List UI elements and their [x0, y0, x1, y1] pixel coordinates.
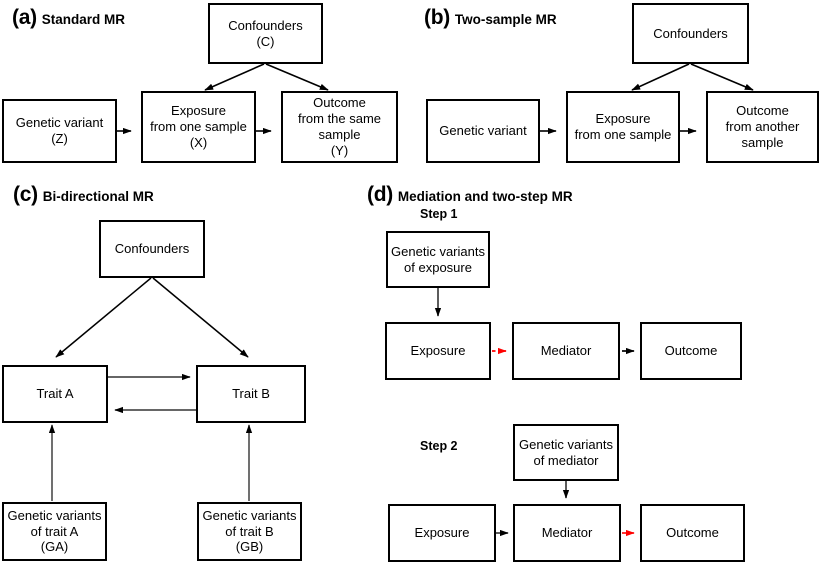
node-a-confounders-label: Confounders(C)	[228, 17, 303, 49]
panel-b-title: Two-sample MR	[454, 12, 557, 27]
node-b-genetic-variant: Genetic variant	[426, 99, 540, 163]
node-a-genetic-variant: Genetic variant(Z)	[2, 99, 117, 163]
node-b-genetic-variant-label: Genetic variant	[439, 123, 527, 139]
arrow-b-confounders-to-exposure	[631, 63, 690, 91]
panel-a-caption: (a) Standard MR	[12, 6, 125, 30]
node-d1-exposure-label: Exposure	[410, 343, 466, 359]
arrow-a-confounders-to-outcome	[265, 63, 329, 91]
node-d1-mediator: Mediator	[512, 322, 620, 380]
node-d1-exposure: Exposure	[385, 322, 491, 380]
node-d2-mediator-label: Mediator	[541, 525, 593, 541]
panel-a-letter: (a)	[12, 6, 37, 29]
node-b-confounders: Confounders	[632, 3, 749, 64]
node-d2-outcome-label: Outcome	[666, 525, 719, 541]
node-d2-exposure: Exposure	[388, 504, 496, 562]
node-a-confounders: Confounders(C)	[208, 3, 323, 64]
panel-c-letter: (c)	[13, 183, 38, 206]
node-c-confounders: Confounders	[99, 220, 205, 278]
node-b-confounders-label: Confounders	[653, 25, 728, 41]
arrow-b-confounders-to-outcome	[690, 63, 754, 91]
panel-d-title: Mediation and two-step MR	[397, 189, 573, 204]
arrow-a-confounders-to-exposure	[204, 63, 265, 91]
node-a-genetic-variant-label: Genetic variant(Z)	[15, 115, 104, 146]
node-c-confounders-label: Confounders	[114, 241, 190, 257]
node-c-trait-a: Trait A	[2, 365, 108, 423]
panel-d-letter: (d)	[367, 183, 393, 206]
arrow-c-confounders-to-trait-a	[55, 277, 152, 358]
panel-c-caption: (c) Bi-directional MR	[13, 183, 154, 207]
node-c-trait-a-label: Trait A	[36, 386, 74, 402]
panel-d-step1-label: Step 1	[420, 207, 458, 221]
node-d2-mediator: Mediator	[513, 504, 621, 562]
node-c-trait-b-label: Trait B	[232, 386, 270, 402]
node-d1-outcome-label: Outcome	[664, 343, 718, 359]
node-d2-exposure-label: Exposure	[414, 525, 470, 541]
panel-a-title: Standard MR	[41, 12, 126, 27]
node-d1-outcome: Outcome	[640, 322, 742, 380]
panel-b-caption: (b) Two-sample MR	[424, 6, 557, 30]
panel-b-letter: (b)	[424, 6, 450, 29]
panel-d-caption: (d) Mediation and two-step MR	[367, 183, 573, 207]
node-d2-outcome: Outcome	[640, 504, 745, 562]
panel-c-title: Bi-directional MR	[42, 189, 154, 204]
arrow-c-confounders-to-trait-b	[152, 277, 249, 358]
node-c-trait-b: Trait B	[196, 365, 306, 423]
node-d1-mediator-label: Mediator	[540, 343, 592, 359]
panel-d-step2-label: Step 2	[420, 439, 458, 453]
